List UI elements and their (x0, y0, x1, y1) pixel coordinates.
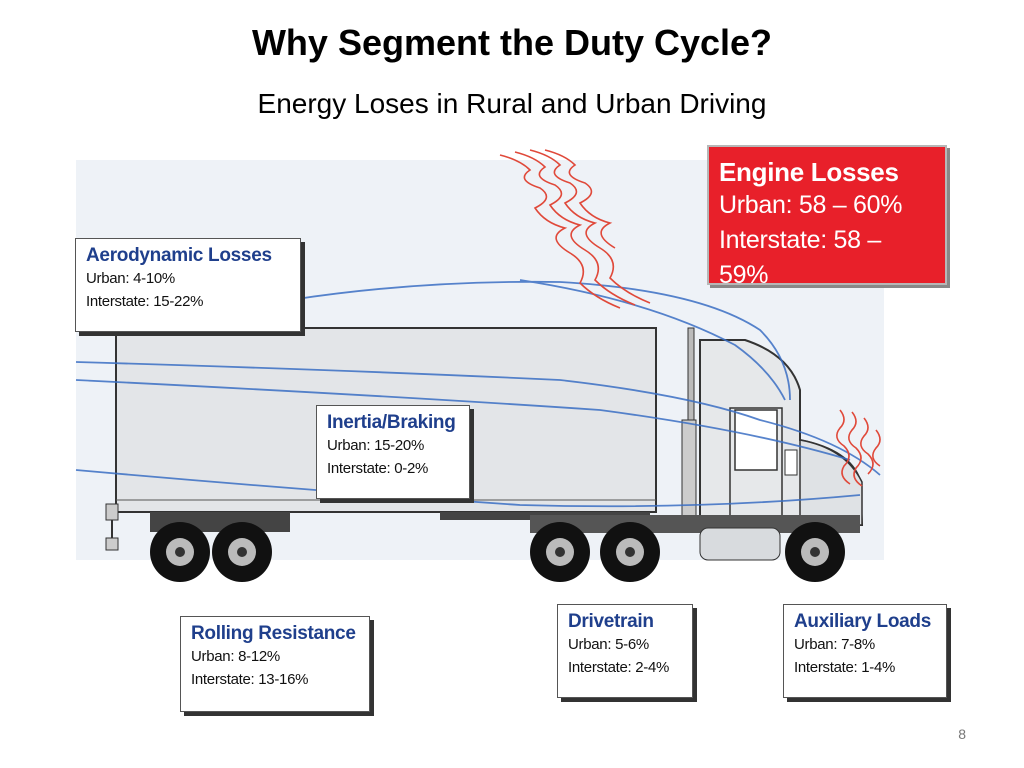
callout-urban: Urban: 5-6% (568, 636, 649, 653)
heat-waves (499, 149, 651, 309)
callout-urban: Urban: 58 – 60% (719, 191, 903, 219)
wheel (150, 522, 210, 582)
callout-heading: Aerodynamic Losses (86, 245, 272, 266)
callout-urban: Urban: 7-8% (794, 636, 875, 653)
wheel (785, 522, 845, 582)
callout-drivetrain: Drivetrain Urban: 5-6% Interstate: 2-4% (557, 604, 693, 698)
callout-interstate: Interstate: 13-16% (191, 671, 309, 688)
wheel (600, 522, 660, 582)
engine-heat (836, 409, 881, 487)
wheel (212, 522, 272, 582)
wheel (530, 522, 590, 582)
callout-inertia-braking: Inertia/Braking Urban: 15-20% Interstate… (316, 405, 470, 499)
callout-interstate: Interstate: 58 – 59% (719, 226, 881, 289)
callout-urban: Urban: 8-12% (191, 648, 280, 665)
callout-heading: Drivetrain (568, 611, 654, 632)
callout-urban: Urban: 15-20% (327, 437, 424, 454)
callout-rolling-resistance: Rolling Resistance Urban: 8-12% Intersta… (180, 616, 370, 712)
callout-heading: Rolling Resistance (191, 623, 356, 644)
callout-heading: Engine Losses (719, 157, 899, 187)
slide-title: Why Segment the Duty Cycle? (251, 22, 773, 63)
callout-heading: Auxiliary Loads (794, 611, 931, 632)
callout-engine-losses: Engine Losses Urban: 58 – 60% Interstate… (707, 145, 947, 289)
page-number: 8 (958, 726, 966, 742)
callout-auxiliary-loads: Auxiliary Loads Urban: 7-8% Interstate: … (783, 604, 947, 698)
slide-subtitle: Energy Loses in Rural and Urban Driving (257, 88, 767, 119)
callout-interstate: Interstate: 0-2% (327, 460, 429, 477)
callout-aerodynamic-losses: Aerodynamic Losses Urban: 4-10% Intersta… (75, 238, 301, 332)
callout-interstate: Interstate: 2-4% (568, 659, 670, 676)
callout-heading: Inertia/Braking (327, 412, 456, 433)
callout-interstate: Interstate: 1-4% (794, 659, 896, 676)
callout-interstate: Interstate: 15-22% (86, 293, 204, 310)
callout-urban: Urban: 4-10% (86, 270, 175, 287)
